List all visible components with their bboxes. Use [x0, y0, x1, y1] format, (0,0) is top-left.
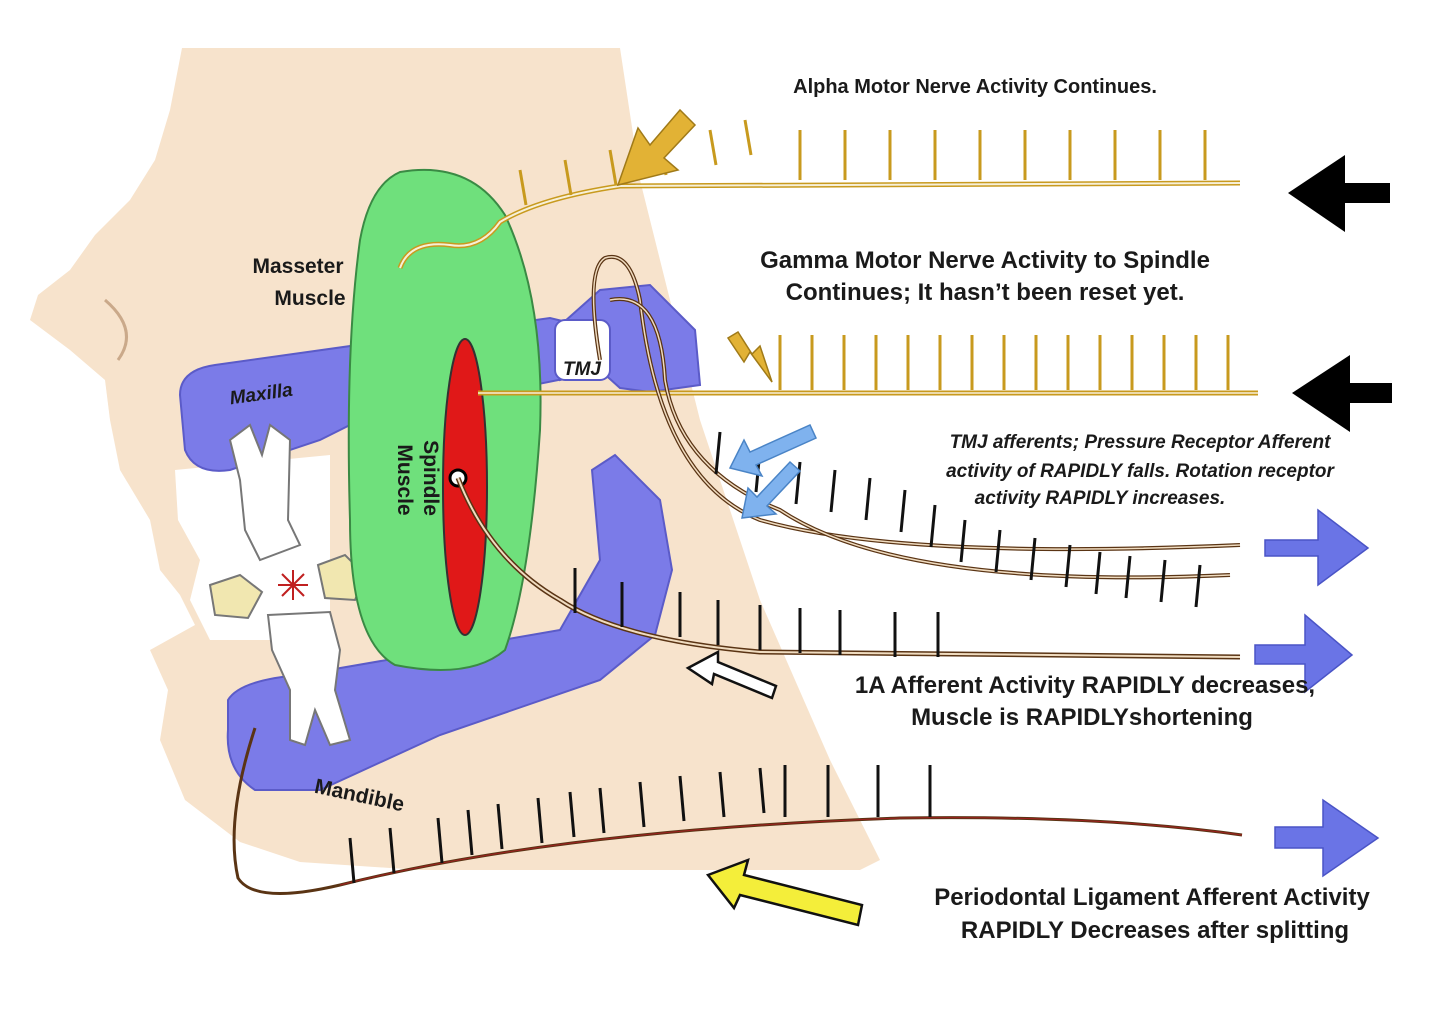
gamma-gold-arrow [726, 330, 773, 383]
upper-tooth [228, 423, 302, 562]
muscle-spindle [442, 338, 488, 636]
alpha-spike [518, 169, 528, 206]
tmj-spike [1029, 537, 1037, 581]
pdl-spike [388, 827, 396, 874]
tmj-spike [1124, 555, 1132, 599]
pdl-spike [348, 837, 356, 884]
pdl-spike [718, 771, 726, 818]
alpha-spike [743, 119, 753, 156]
spindle-label-line1: Muscle [393, 444, 416, 515]
tmj-caption-line2: activity of RAPIDLY falls. Rotation rece… [946, 461, 1335, 482]
pdl-spike [536, 797, 544, 844]
pdl-spike [436, 817, 444, 864]
tmj-spike [794, 461, 802, 505]
ia-indicator-arrow [685, 649, 778, 700]
tooth-fragment-left [208, 573, 264, 620]
tmj-spike [1159, 559, 1167, 603]
tmj-blue-arrow-2 [741, 460, 802, 519]
tmj-caption-line3: activity RAPIDLY increases. [975, 488, 1226, 509]
pdl-spike [758, 767, 766, 814]
pdl-caption-line2: RAPIDLY Decreases after splitting [961, 917, 1349, 944]
masseter-label-line1: Masseter [252, 255, 343, 278]
pdl-spikes [348, 765, 932, 884]
gamma-caption-line2: Continues; It hasn’t been reset yet. [786, 279, 1185, 306]
spindle-label-line2: Spindle [419, 440, 442, 516]
tmj-output-arrow [1264, 508, 1370, 587]
tmj-spike [1064, 544, 1072, 588]
gamma-caption-line1: Gamma Motor Nerve Activity to Spindle [760, 247, 1210, 274]
tmj-spike [899, 489, 907, 533]
pdl-spike [638, 781, 646, 828]
tmj-spike [864, 477, 872, 521]
gamma-spikes [778, 335, 1230, 390]
alpha-gold-arrow [616, 108, 697, 187]
tmj-spikes [714, 431, 1202, 608]
tmj-spike [929, 504, 937, 548]
ia-caption-line1: 1A Afferent Activity RAPIDLY decreases, [855, 672, 1315, 699]
alpha-caption: Alpha Motor Nerve Activity Continues. [793, 76, 1157, 98]
gamma-input-arrow [1292, 355, 1392, 432]
pdl-indicator-arrow [705, 857, 864, 927]
alpha-spike [708, 129, 718, 166]
ia-output-arrow [1254, 613, 1354, 694]
nostril [104, 298, 128, 361]
masseter-label-line2: Muscle [274, 287, 345, 310]
pdl-output-arrow [1274, 798, 1380, 878]
tmj-spike [1094, 551, 1102, 595]
tmj-blue-arrow-1 [728, 424, 817, 478]
tmj-spike [714, 431, 722, 475]
pdl-spike [466, 809, 474, 856]
tmj-spike [1194, 564, 1202, 608]
tmj-spike [994, 529, 1002, 573]
pdl-spike [496, 803, 504, 850]
alpha-input-arrow [1288, 155, 1390, 232]
lower-tooth [266, 610, 352, 747]
alpha-spike [608, 149, 618, 186]
fracture-burst [278, 570, 308, 600]
tmj-spike [829, 469, 837, 513]
alpha-spike [563, 159, 573, 196]
pdl-spike [598, 787, 606, 834]
pdl-spike [568, 791, 576, 838]
tmj-label: TMJ [563, 359, 601, 380]
ia-spikes [573, 568, 940, 657]
tmj-spike [959, 519, 967, 563]
pdl-spike [678, 775, 686, 822]
tmj-caption-line1: TMJ afferents; Pressure Receptor Afferen… [950, 432, 1331, 453]
ia-caption-line2: Muscle is RAPIDLYshortening [911, 704, 1253, 731]
pdl-caption-line1: Periodontal Ligament Afferent Activity [934, 884, 1370, 911]
